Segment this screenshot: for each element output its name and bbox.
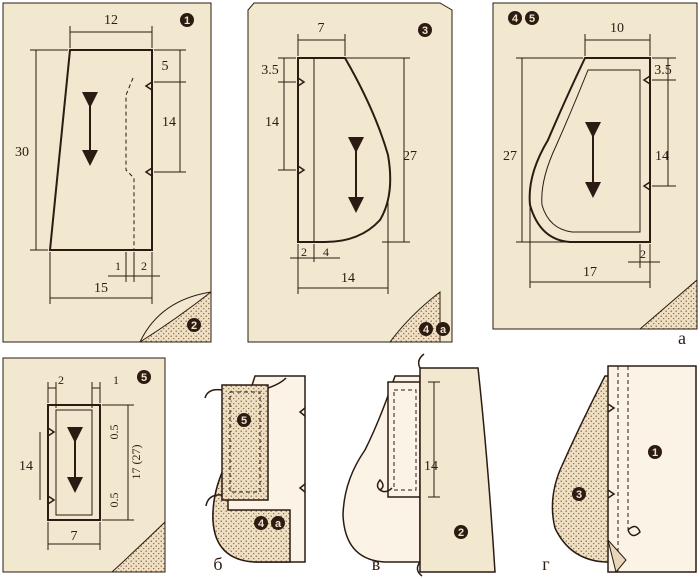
badge-v-2 [454,525,468,539]
label-b: б [213,554,222,574]
piece-1-seam-line [125,77,135,250]
dim-1-bottom-small-2: 2 [141,259,147,273]
badge-g-1 [648,445,662,459]
piece-5-outline [47,404,101,521]
badge-g-3 [572,487,586,501]
panel-1: 12 30 5 14 1 2 15 1 2 [2,2,212,343]
badge-4a-suffix [436,322,450,336]
badge-2-text: 2 [191,320,197,332]
badge-g-1-text: 1 [652,447,658,459]
step-b-strip [221,384,269,501]
panel-3-sheet [492,2,698,330]
dim-v-14: 14 [424,459,438,474]
dim-3-top: 7 [318,21,325,36]
piece-45-outline [528,57,651,243]
badge-b-4 [254,516,268,530]
dim-5-left: 14 [19,459,33,474]
dim-45-top: 10 [610,21,624,36]
badge-4a-suffix-text: а [440,324,447,336]
dim-5-r-17: 17 (27) [129,445,143,480]
step-g-front-piece [607,365,697,573]
badge-b-4-text: 4 [258,518,265,530]
badge-2 [187,318,201,332]
dim-5-r-05-bot: 0.5 [107,493,121,508]
dim-1-right-mid: 14 [162,115,176,130]
badge-g-3-text: 3 [576,489,582,501]
piece-45-inner-line [541,69,641,233]
dim-5-r-05-top: 0.5 [107,425,121,440]
piece-1-outline [48,49,153,251]
dim-1-left: 30 [15,145,29,160]
badge-5-panel4 [137,370,151,384]
panel-4: 2 1 14 0.5 17 (27) 0.5 7 5 [2,357,166,573]
badge-1 [180,13,194,27]
dim-45-bottom: 17 [583,265,597,280]
badge-5 [525,11,539,25]
dim-45-right-mid: 14 [655,149,669,164]
panel-3-curl [638,278,698,330]
label-a: а [678,328,686,348]
badge-b-5 [237,413,251,427]
badge-1-text: 1 [184,15,190,27]
panel-4-curl [110,520,166,573]
step-v-front-piece [419,367,496,573]
badge-b-4a [271,516,285,530]
label-g: г [542,554,549,574]
panel-2: 7 3.5 14 27 2 4 14 3 4 а [247,2,453,343]
dim-45-left: 27 [503,149,517,164]
badge-5-text: 5 [529,13,535,25]
panel-3: 10 3.5 14 27 2 17 4 5 а [492,2,698,348]
badge-b-4a-text: а [275,518,282,530]
badge-4-text: 4 [512,13,519,25]
dim-1-top: 12 [104,13,118,28]
badge-b-5-text: 5 [241,415,247,427]
dim-45-bottom-2: 2 [640,247,646,261]
dim-5-bottom: 7 [71,529,78,544]
dim-5-top-1: 1 [113,373,119,387]
panel-2-sheet [247,2,453,343]
piece-5-inner [55,409,93,516]
step-v-strip [387,381,421,498]
dim-3-bottom-4: 4 [323,245,329,259]
badge-3-text: 3 [422,25,428,37]
dim-3-left-mid: 14 [265,115,279,130]
badge-5-panel4-text: 5 [141,372,147,384]
dim-3-left-top: 3.5 [261,63,279,78]
badge-4a-text: 4 [423,324,430,336]
label-v: в [372,554,381,574]
step-g: 1 3 г [542,365,697,574]
badge-4 [508,11,522,25]
dim-3-bottom: 14 [341,271,355,286]
dim-3-bottom-2: 2 [301,245,307,259]
piece-3-outline [297,57,392,243]
dim-1-bottom: 15 [94,281,108,296]
dim-45-right-top: 3.5 [654,63,672,78]
dim-1-right-top: 5 [162,59,169,74]
badge-v-2-text: 2 [458,527,464,539]
step-v: 14 2 в [342,353,496,577]
badge-4a [419,322,433,336]
dim-1-bottom-small-1: 1 [115,259,121,273]
step-b: 5 4 а б [204,375,306,574]
badge-3 [418,23,432,37]
dim-5-top-2: 2 [58,373,64,387]
panel-4-sheet [2,357,166,573]
step-b-pocket-piece [212,459,291,563]
dim-3-right: 27 [403,149,417,164]
